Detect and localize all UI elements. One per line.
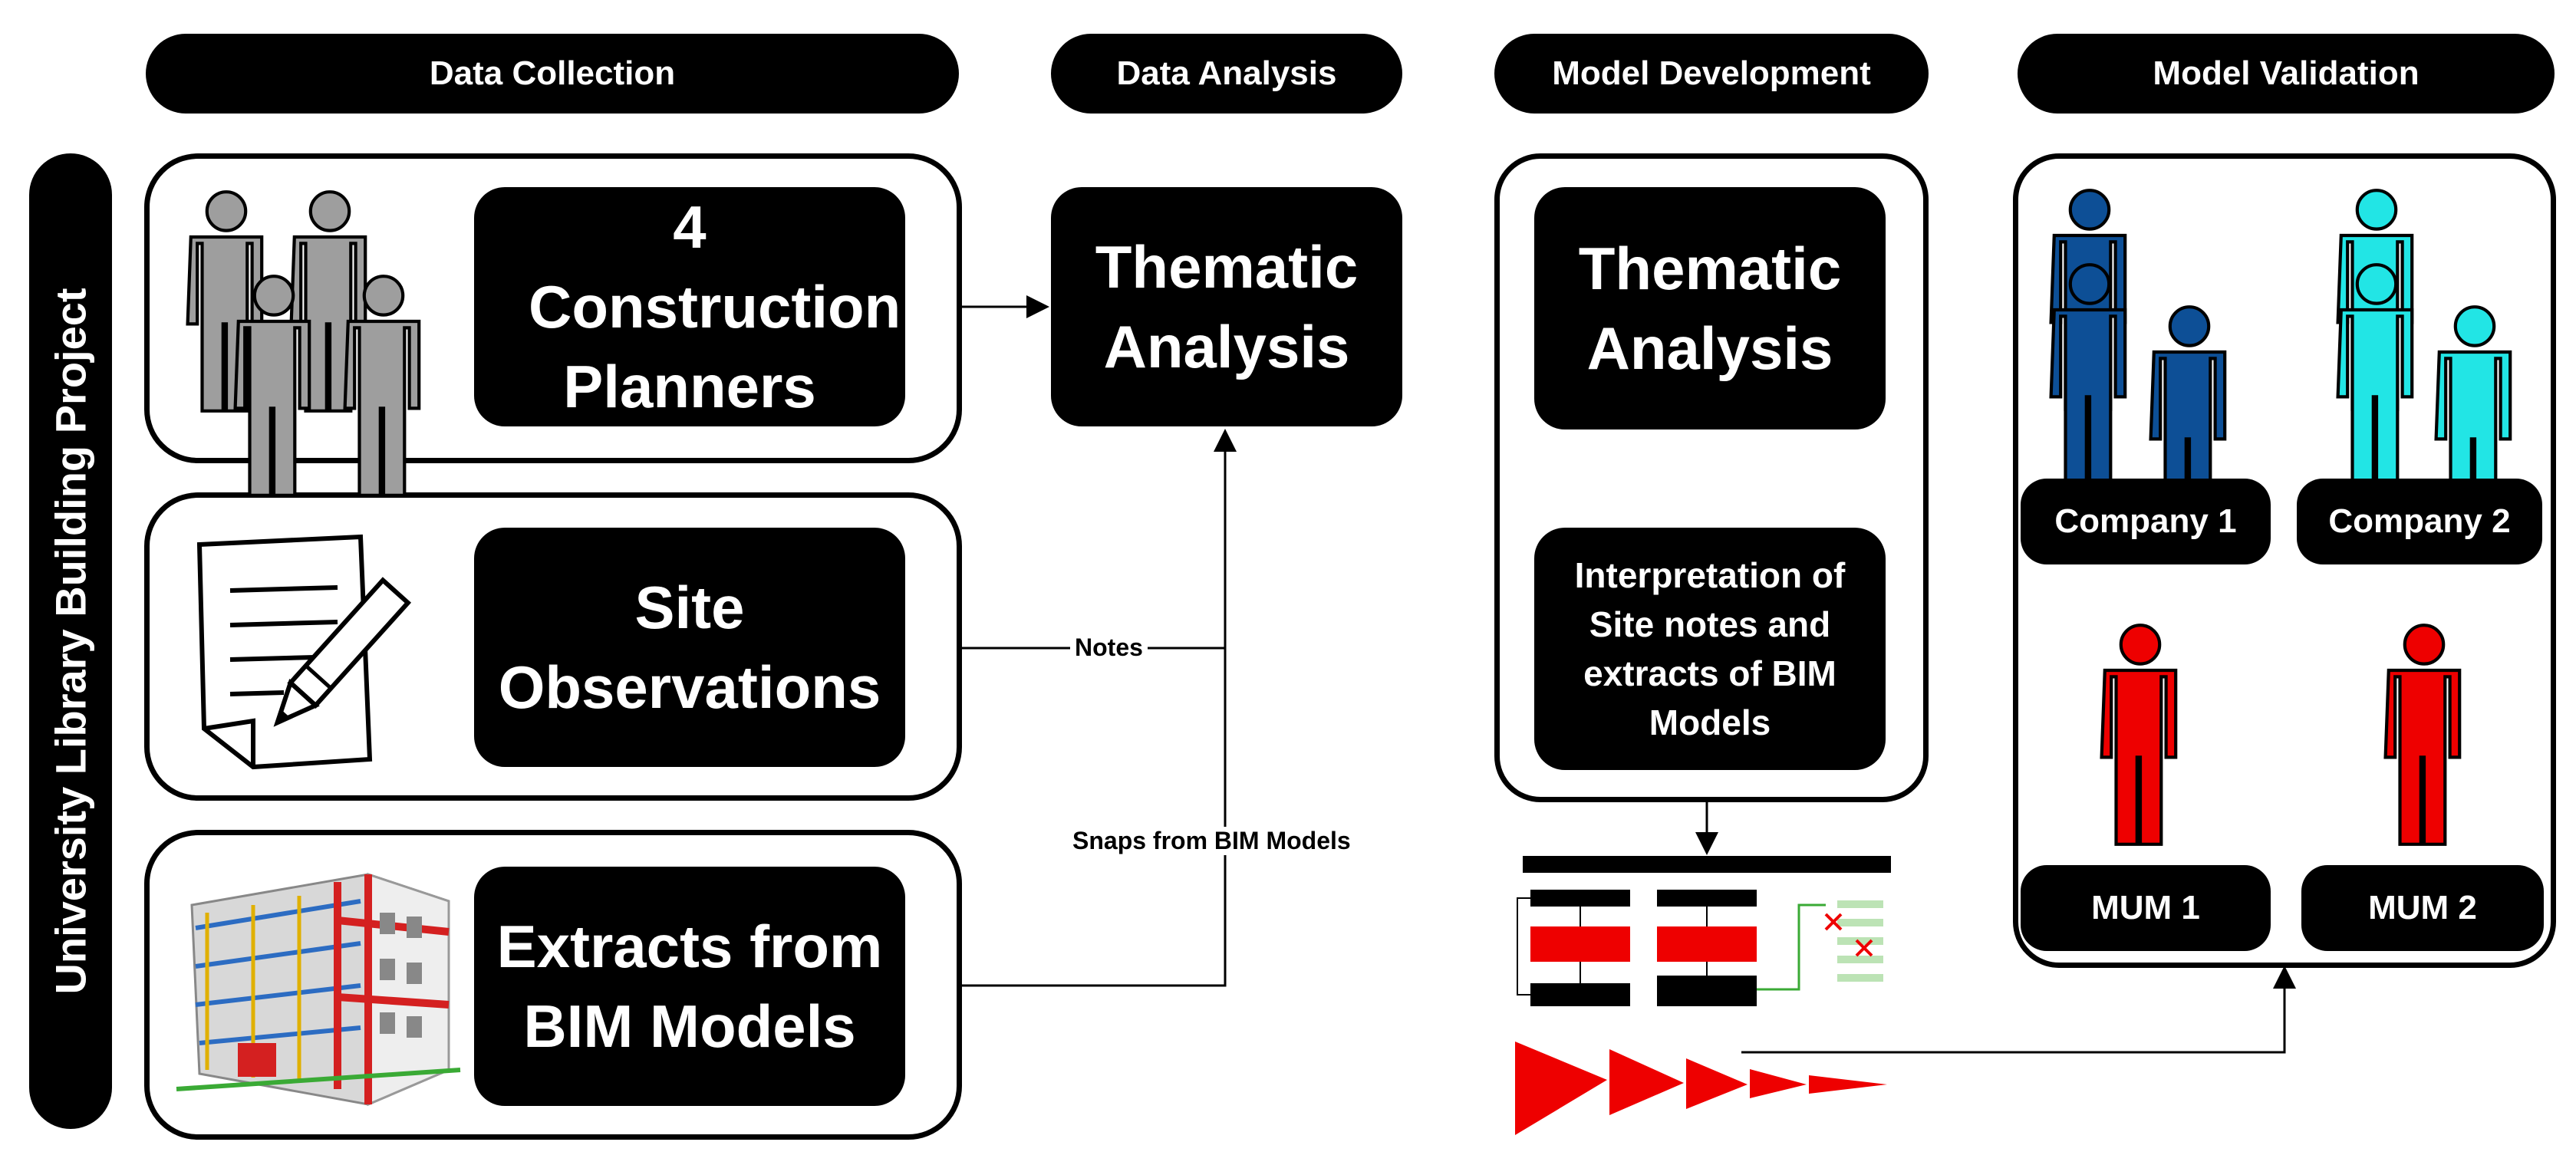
company2-badge: Company 2 [2297, 479, 2542, 564]
company1-badge: Company 1 [2021, 479, 2271, 564]
phase-data-analysis: Data Analysis [1051, 34, 1402, 114]
mum2-label: MUM 2 [2368, 889, 2477, 926]
interpretation-text: Interpretation of Site notes and extract… [1574, 555, 1846, 742]
phase-model-development: Model Development [1494, 34, 1929, 114]
analysis-thematic-text: Thematic Analysis [1095, 233, 1359, 380]
company2-label: Company 2 [2328, 502, 2511, 540]
company1-label: Company 1 [2054, 502, 2237, 540]
development-thematic-text: Thematic Analysis [1578, 235, 1842, 382]
mum1-badge: MUM 1 [2021, 865, 2271, 951]
mum2-badge: MUM 2 [2301, 865, 2544, 951]
development-thematic-box: Thematic Analysis [1534, 187, 1886, 429]
planners-box: 4 Construction Planners [474, 187, 905, 426]
interpretation-box: Interpretation of Site notes and extract… [1534, 528, 1886, 770]
observations-text: Site Observations [498, 574, 881, 721]
bim-text: Extracts from BIM Models [496, 913, 883, 1060]
phase-model-validation: Model Validation [2018, 34, 2555, 114]
phase-data-collection: Data Collection [146, 34, 959, 114]
notes-label: Notes [1070, 634, 1148, 662]
project-label-text: University Library Building Project [46, 288, 95, 995]
analysis-thematic-box: Thematic Analysis [1051, 187, 1402, 426]
bim-box: Extracts from BIM Models [474, 867, 905, 1106]
mum1-label: MUM 1 [2091, 889, 2200, 926]
snaps-label: Snaps from BIM Models [1068, 827, 1356, 855]
project-label: University Library Building Project [29, 153, 112, 1129]
observations-box: Site Observations [474, 528, 905, 767]
arrow-process-to-validation [1741, 966, 2296, 1054]
arrow-bim-to-analysis [962, 429, 1237, 987]
planners-text: 4 Construction Planners [529, 193, 901, 420]
